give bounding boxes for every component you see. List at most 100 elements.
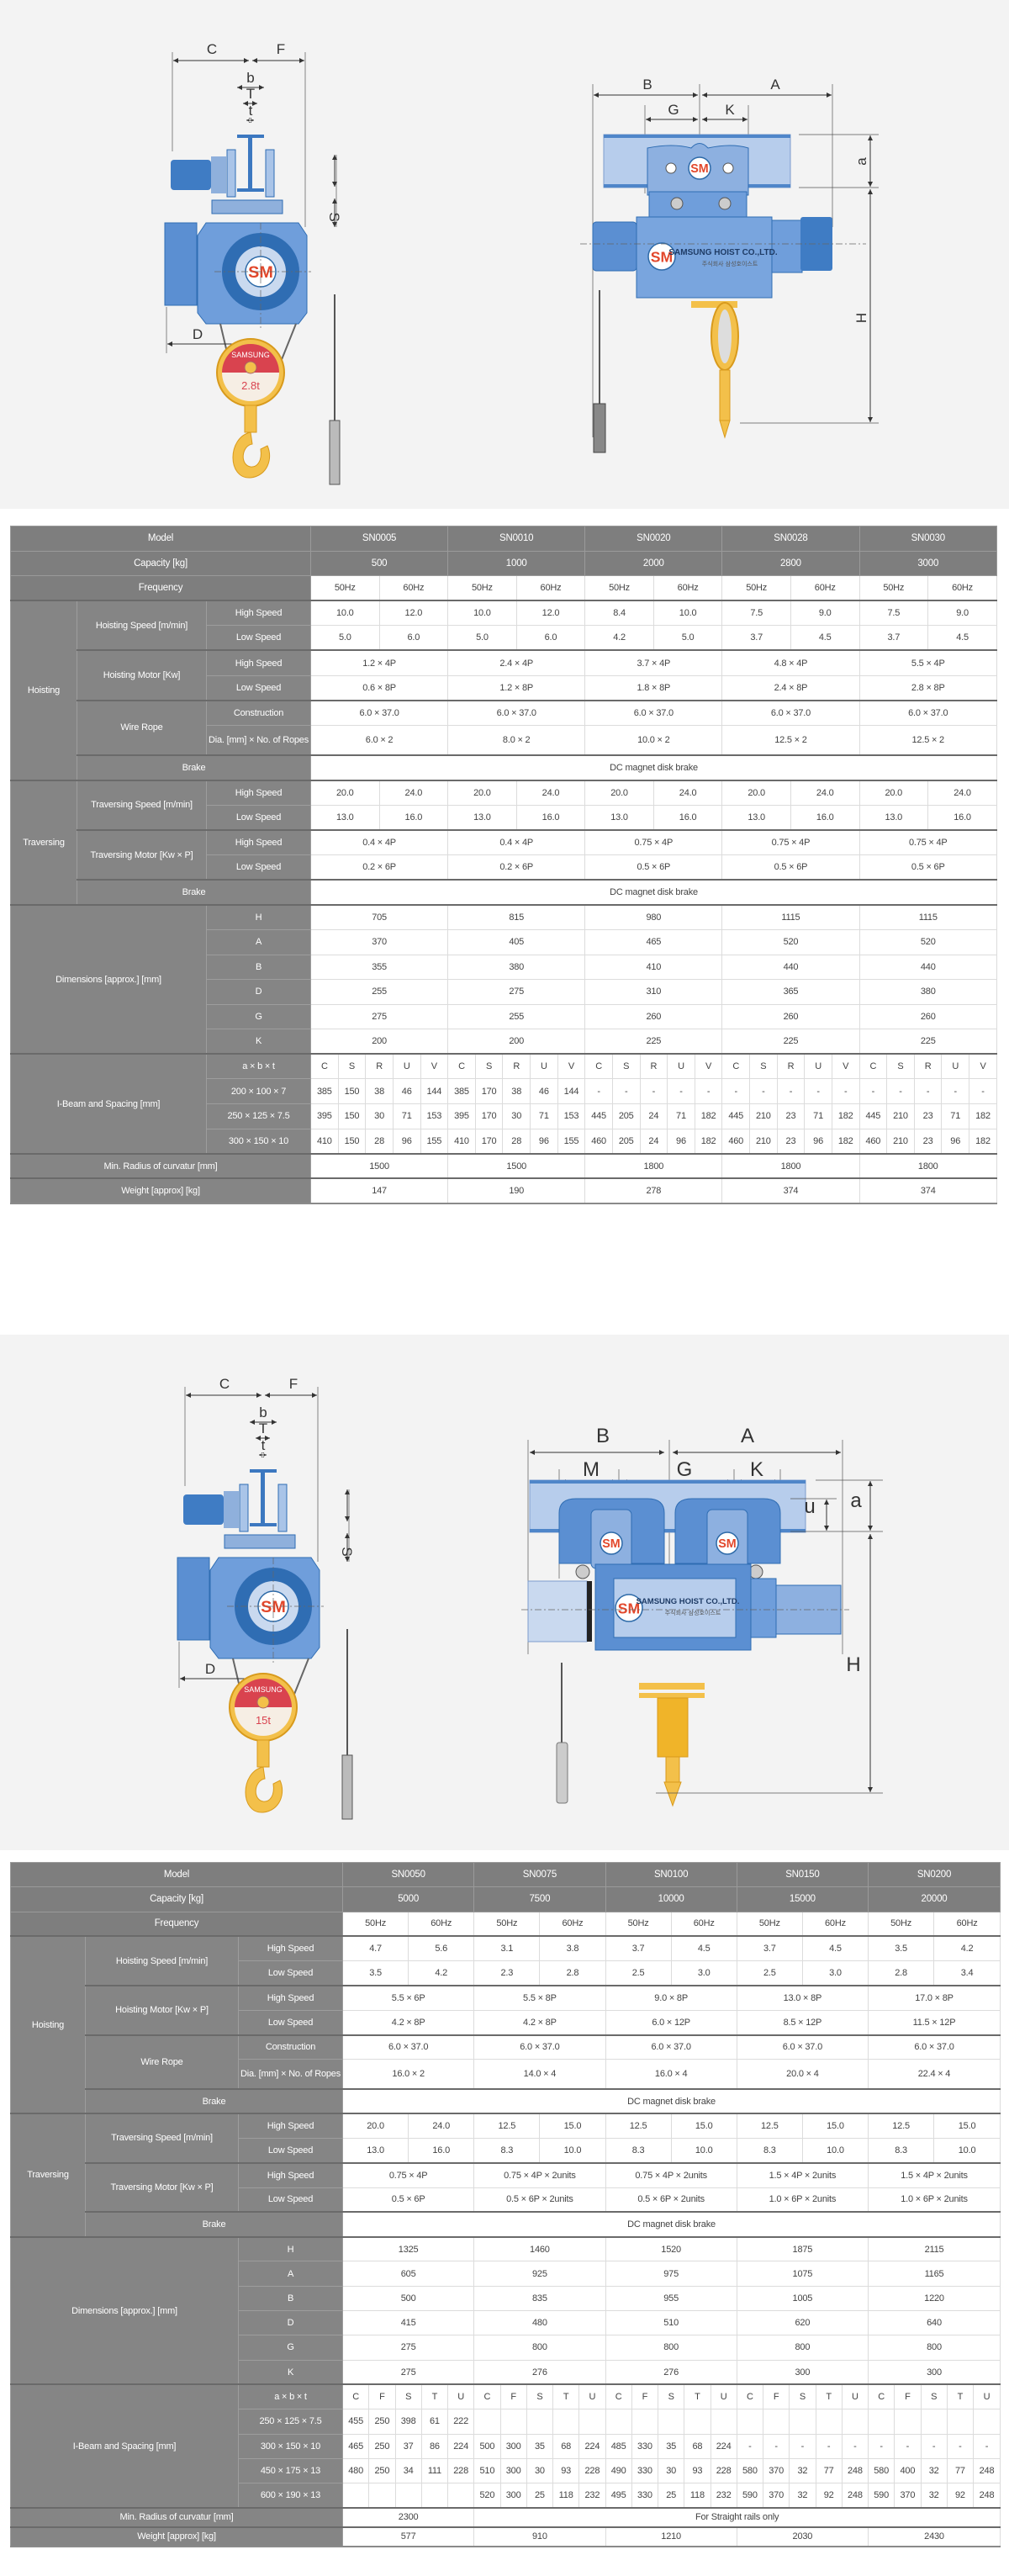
traversing-motor-label: Traversing Motor [Kw × P]: [85, 2161, 239, 2213]
hook-block: SAMSUNG 15t: [229, 1673, 298, 1742]
dim-label-h: H: [846, 1653, 860, 1676]
dim-label-h: H: [853, 313, 869, 323]
table-cell: 24.0: [515, 779, 586, 806]
table-cell: 10000: [605, 1886, 737, 1912]
table-cell: 4.5: [790, 625, 860, 651]
table-cell: 0.5 × 6P: [721, 854, 860, 881]
table-cell: 16.0: [408, 2137, 475, 2164]
table-cell: 4.2 × 8P: [473, 2009, 606, 2036]
table-cell: 275: [342, 2335, 475, 2361]
table-cell: 8.5 × 12P: [736, 2009, 869, 2036]
ibeam-cell: 96: [941, 1128, 970, 1155]
row-header-radius: Min. Radius of curvatur [mm]: [9, 2506, 344, 2528]
frequency-cell: 50Hz: [858, 575, 929, 601]
ibeam-column-header: C: [584, 1053, 613, 1080]
ibeam-cell: 111: [420, 2457, 449, 2484]
dim-label-k: K: [725, 102, 735, 118]
ibeam-cell: -: [789, 2433, 816, 2459]
ibeam-cell: -: [721, 1078, 751, 1105]
dim-label-u: u: [804, 1495, 815, 1518]
high-speed-label: High Speed: [205, 649, 312, 676]
ibeam-column-header: U: [841, 2383, 869, 2410]
frequency-cell: 50Hz: [605, 1911, 672, 1937]
ibeam-size-header: a × b × t: [237, 2383, 344, 2410]
ibeam-cell: 398: [394, 2409, 422, 2435]
ibeam-column-header: R: [913, 1053, 943, 1080]
ibeam-column-header: S: [526, 2383, 554, 2410]
table-cell: 1800: [721, 1152, 860, 1179]
dimension-key: B: [205, 954, 312, 981]
table-cell: 6.0 × 37.0: [310, 699, 449, 726]
table-cell: 276: [473, 2359, 606, 2385]
hoisting-motor-label: Hoisting Motor [Kw × P]: [85, 1984, 239, 2036]
dim-label-t-lower: t: [249, 103, 253, 119]
traversing-motor-label: Traversing Motor [Kw × P]: [77, 829, 207, 881]
ibeam-cell: 445: [858, 1103, 888, 1129]
ibeam-cell: 250: [368, 2433, 396, 2459]
table-cell: 10.0: [801, 2137, 869, 2164]
ibeam-cell: [815, 2409, 843, 2435]
ibeam-cell: 71: [804, 1103, 832, 1129]
table-cell: 2.5: [605, 1960, 672, 1986]
ibeam-cell: -: [941, 1078, 970, 1105]
ibeam-cell: 300: [499, 2433, 527, 2459]
ibeam-cell: 250: [368, 2409, 396, 2435]
ibeam-cell: 182: [831, 1103, 860, 1129]
ibeam-column-header: C: [736, 2383, 764, 2410]
table-cell: 16.0 × 2: [342, 2059, 475, 2090]
ibeam-cell: 30: [526, 2457, 554, 2484]
table-cell: 9.0 × 8P: [605, 1984, 737, 2011]
dim-label-a: A: [770, 77, 780, 93]
table-cell: 3.0: [801, 1960, 869, 1986]
brake-label: Brake: [76, 879, 312, 906]
ibeam-cell: 370: [894, 2483, 922, 2509]
table-cell: 1075: [736, 2261, 869, 2287]
table-cell: 4.5: [670, 1935, 737, 1962]
table-cell: 3.7: [858, 625, 929, 651]
table-cell: 0.75 × 4P × 2units: [605, 2161, 737, 2188]
dia-label: Dia. [mm] × No. of Ropes: [205, 724, 312, 756]
high-speed-label: High Speed: [205, 600, 312, 627]
ibeam-cell: 153: [420, 1103, 449, 1129]
table-cell: 16.0: [652, 804, 723, 831]
table-cell: 0.75 × 4P: [584, 829, 723, 856]
table-cell: SN0200: [868, 1861, 1001, 1888]
ibeam-cell: [920, 2409, 948, 2435]
frequency-cell: 50Hz: [584, 575, 654, 601]
table-cell: 147: [310, 1177, 449, 1204]
ibeam-cell: 71: [941, 1103, 970, 1129]
ibeam-cell: 330: [631, 2433, 659, 2459]
ibeam-column-header: S: [789, 2383, 816, 2410]
table-cell: 10.0: [933, 2137, 1001, 2164]
ibeam-column-header: V: [694, 1053, 723, 1080]
ibeam-column-header: S: [886, 1053, 915, 1080]
table-cell: 278: [584, 1177, 723, 1204]
dim-label-b: b: [259, 1404, 267, 1420]
dim-label-c: C: [219, 1376, 230, 1392]
table-cell: 6.0 × 37.0: [605, 2034, 737, 2060]
table-cell: 2.8: [868, 1960, 935, 1986]
ibeam-cell: 170: [474, 1103, 504, 1129]
table-cell: 2800: [721, 550, 860, 577]
ibeam-column-header: R: [502, 1053, 531, 1080]
table-cell: 260: [858, 1003, 998, 1030]
table-cell: 3000: [858, 550, 998, 577]
table-cell: 1520: [605, 2235, 737, 2262]
table-cell: 0.4 × 4P: [447, 829, 586, 856]
hoisting-speed-label: Hoisting Speed [m/min]: [85, 1935, 239, 1986]
table-cell: 200: [447, 1029, 586, 1055]
ibeam-column-header: U: [392, 1053, 421, 1080]
ibeam-column-header: C: [310, 1053, 339, 1080]
table-cell: 24.0: [652, 779, 723, 806]
table-cell: 577: [342, 2526, 475, 2547]
ibeam-cell: -: [831, 1078, 860, 1105]
ibeam-cell: 182: [969, 1128, 997, 1155]
table-cell: SN0005: [310, 526, 449, 552]
dia-label: Dia. [mm] × No. of Ropes: [237, 2059, 344, 2090]
table-cell: 605: [342, 2261, 475, 2287]
table-cell: 6.0: [515, 625, 586, 651]
dimension-key: H: [205, 903, 312, 930]
